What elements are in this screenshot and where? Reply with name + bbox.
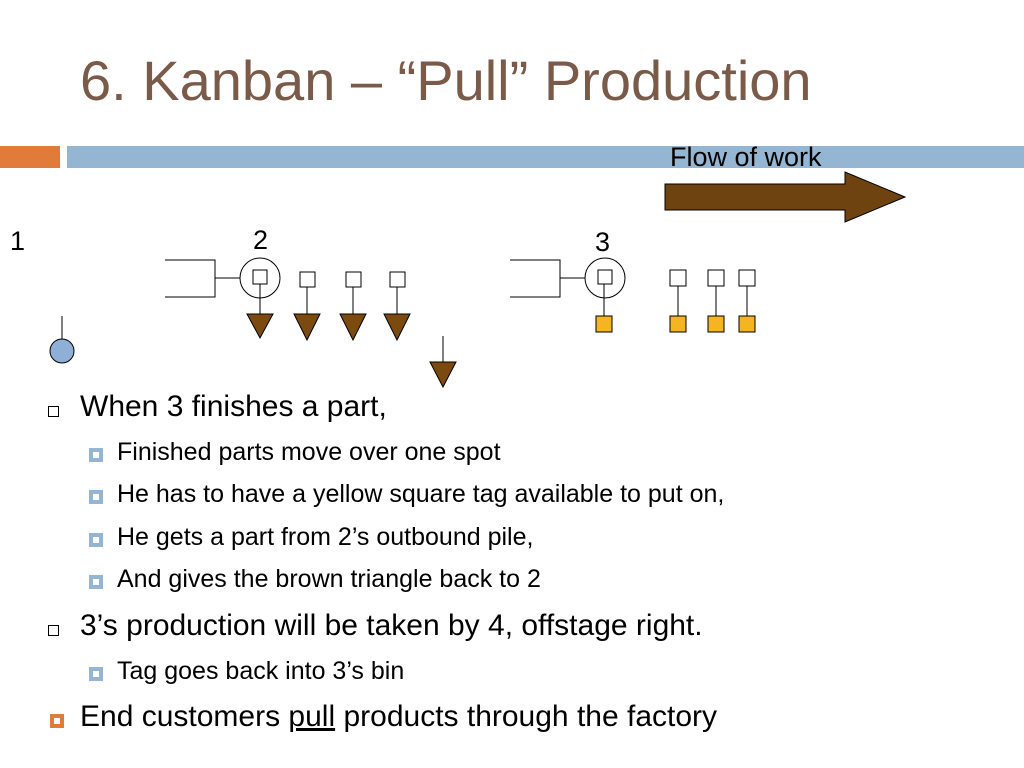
flow-of-work-label: Flow of work: [670, 142, 822, 172]
blue-square-bullet-icon: [89, 448, 103, 462]
bullet-3: End customers pull products through the …: [80, 700, 717, 734]
bullet-3-before: End customers: [80, 700, 289, 733]
station-1-circle: [49, 338, 75, 364]
station-3-worker: [584, 257, 626, 299]
bullet-1-sub-2: He has to have a yellow square tag avail…: [117, 480, 725, 508]
blue-square-bullet-icon: [89, 575, 103, 589]
accent-bar-orange: [0, 146, 60, 168]
bullet-1-sub-4: And gives the brown triangle back to 2: [117, 565, 541, 593]
station-2-bin: [165, 259, 240, 298]
slide-title: 6. Kanban – “Pull” Production: [80, 49, 812, 112]
bullet-3-after: products through the factory: [335, 700, 718, 733]
hollow-square-bullet-icon: [48, 406, 59, 417]
station-1-label: 1: [10, 226, 25, 256]
orange-square-bullet-icon: [50, 714, 64, 728]
station-2-outbound: [293, 271, 411, 342]
blue-square-bullet-icon: [89, 533, 103, 547]
bullet-1-sub-1: Finished parts move over one spot: [117, 438, 501, 466]
station-3-label: 3: [595, 227, 610, 257]
bullet-3-underlined: pull: [288, 700, 336, 733]
brown-triangle: [246, 313, 274, 340]
bullet-2: 3’s production will be taken by 4, offst…: [80, 609, 703, 642]
blue-square-bullet-icon: [89, 490, 103, 504]
bullet-1: When 3 finishes a part,: [80, 390, 387, 423]
bullet-1-sub-3: He gets a part from 2’s outbound pile,: [117, 523, 534, 551]
accent-bar-blue: [67, 146, 1024, 168]
hollow-square-bullet-icon: [48, 625, 59, 636]
returning-triangle: [429, 336, 457, 389]
blue-square-bullet-icon: [89, 667, 103, 681]
station-2-label: 2: [253, 225, 268, 255]
station-3-outbound: [669, 269, 756, 333]
flow-arrow: [664, 171, 907, 223]
bullet-2-sub-1: Tag goes back into 3’s bin: [117, 657, 405, 685]
station-3-bin: [510, 259, 585, 298]
yellow-tag: [595, 315, 613, 333]
kanban-diagram: 1 2 3: [10, 171, 907, 389]
